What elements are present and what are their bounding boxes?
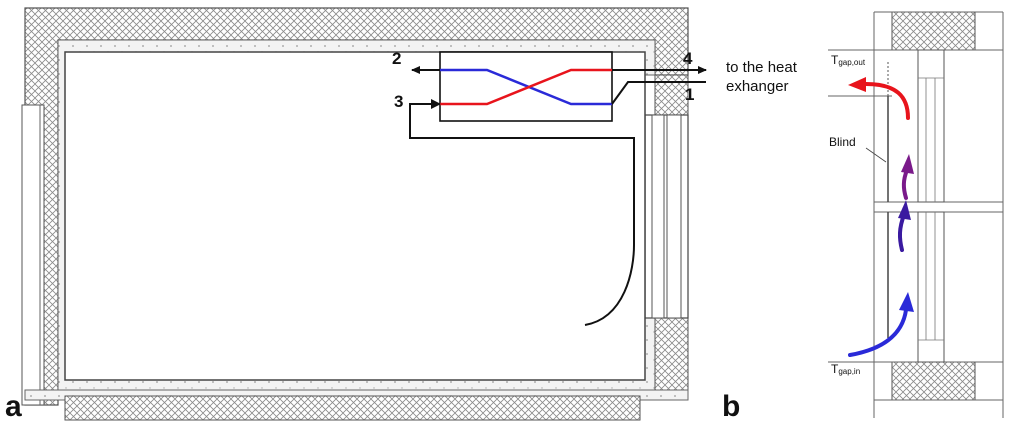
duct-3-arrowhead bbox=[431, 99, 441, 109]
port-label-4: 4 bbox=[683, 49, 693, 68]
facade-insulation-bottom bbox=[891, 361, 976, 401]
airflow-arrow-outlet-head bbox=[848, 77, 866, 92]
insulation-right-lower bbox=[654, 317, 689, 391]
duct-1-inlet bbox=[611, 81, 706, 105]
glazing-upper bbox=[917, 49, 945, 203]
duct-3-return bbox=[409, 103, 635, 326]
glazing-lower bbox=[917, 211, 945, 363]
hot-flow-line bbox=[440, 68, 612, 106]
airflow-arrow-lower-mid bbox=[897, 213, 906, 252]
port-label-2: 2 bbox=[392, 49, 401, 68]
heat-exchanger-caption-line1: to the heat bbox=[726, 59, 798, 76]
panel-b-letter: b bbox=[722, 390, 740, 423]
airflow-arrow-upper-mid bbox=[901, 168, 909, 200]
blind-label: Blind bbox=[829, 135, 856, 149]
panel-b: Blind Tgap,out Tgap,in b bbox=[722, 11, 1004, 423]
window-pane-inner bbox=[666, 114, 682, 319]
window-pane-outer bbox=[651, 114, 665, 319]
blind-leader-line bbox=[865, 147, 887, 163]
temp-gap-in-label: Tgap,in bbox=[831, 362, 860, 376]
panel-a: 2 3 4 1 to the heat exhanger a bbox=[5, 7, 798, 423]
panel-a-letter: a bbox=[5, 390, 22, 423]
port-label-3: 3 bbox=[394, 92, 403, 111]
port-label-1: 1 bbox=[685, 85, 694, 104]
airflow-arrow-inlet-head bbox=[899, 292, 914, 312]
heat-exchanger-caption-line2: exhanger bbox=[726, 78, 789, 95]
airflow-arrow-inlet bbox=[848, 308, 908, 357]
left-wall-column bbox=[21, 104, 45, 406]
airflow-arrow-lower-mid-head bbox=[898, 200, 911, 220]
floor-insulation bbox=[64, 395, 641, 421]
facade-insulation-top bbox=[891, 11, 976, 51]
airflow-arrow-upper-mid-head bbox=[901, 154, 914, 174]
airflow-arrow-outlet bbox=[864, 82, 910, 120]
temp-gap-out-label: Tgap,out bbox=[831, 53, 866, 67]
